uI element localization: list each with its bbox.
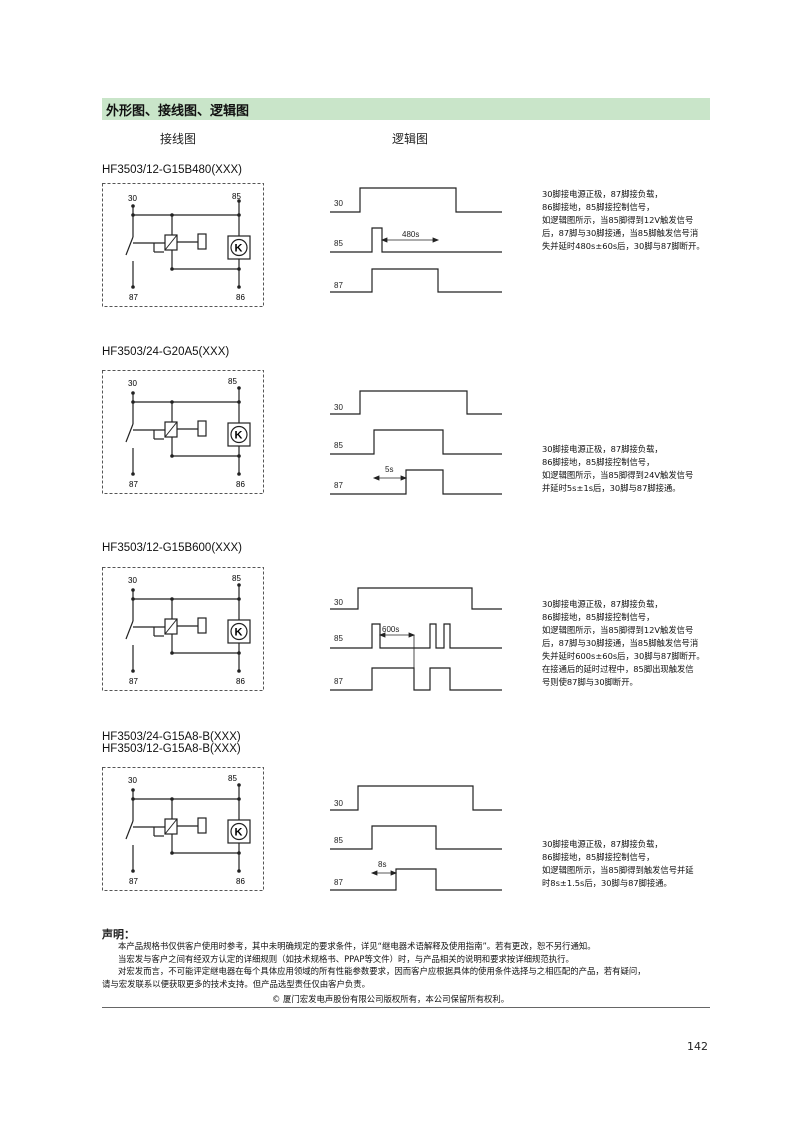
delay-label: 5s [385,465,393,474]
logic-timing-diagram: 30 85 87 8s [330,785,502,891]
pin-label-30: 30 [128,776,137,785]
svg-text:85: 85 [334,239,343,248]
section-title: 外形图、接线图、逻辑图 [106,104,250,119]
svg-text:87: 87 [334,481,343,490]
wiring-diagram: 30 85 87 86 K [102,370,264,494]
logic-column-heading: 逻辑图 [392,132,429,146]
pin-label-87: 87 [129,877,138,886]
section-description: 30脚接电源正极，87脚接负载，86脚接地，85脚接控制信号， 如逻辑图所示，当… [542,444,694,493]
svg-text:K: K [235,627,243,639]
copyright: © 厦门宏发电声股份有限公司版权所有，本公司保留所有权利。 [272,994,510,1004]
pin-label-30: 30 [128,379,137,388]
pin-label-86: 86 [236,293,245,302]
page-number: 142 [687,1040,708,1053]
pin-label-87: 87 [129,480,138,489]
pin-label-85: 85 [232,192,241,201]
footer-divider [102,1007,710,1008]
svg-text:85: 85 [334,836,343,845]
logic-timing-diagram: 30 85 87 480s [330,187,502,293]
pin-label-86: 86 [236,877,245,886]
pin-label-86: 86 [236,480,245,489]
svg-text:K: K [235,243,243,255]
model-name: HF3503/12-G15B600(XXX) [102,542,242,554]
svg-text:30: 30 [334,199,343,208]
svg-text:85: 85 [334,441,343,450]
pin-label-86: 86 [236,677,245,686]
delay-label: 480s [402,230,419,239]
pin-label-85: 85 [232,574,241,583]
section-description: 30脚接电源正极，87脚接负载，86脚接地，85脚接控制信号， 如逻辑图所示，当… [542,189,705,251]
pin-label-87: 87 [129,677,138,686]
delay-label: 8s [378,860,386,869]
model-name: HF3503/24-G20A5(XXX) [102,346,230,358]
declaration-line: 本产品规格书仅供客户使用时参考，其中未明确规定的要求条件，详见“继电器术语解释及… [118,941,596,951]
svg-text:87: 87 [334,677,343,686]
declaration-title: 声明： [102,928,135,941]
svg-text:30: 30 [334,799,343,808]
pin-label-87: 87 [129,293,138,302]
svg-text:K: K [235,430,243,442]
pin-label-30: 30 [128,194,137,203]
pin-label-85: 85 [228,377,237,386]
wiring-diagram: 30 85 87 86 K [102,183,264,307]
wiring-diagram: 30 85 87 86 K [102,567,264,691]
declaration-line: 对宏发而言，不可能评定继电器在每个具体应用领域的所有性能参数要求，因而客户应根据… [118,966,646,976]
section-description: 30脚接电源正极，87脚接负载，86脚接地，85脚接控制信号， 如逻辑图所示，当… [542,599,705,687]
logic-timing-diagram: 30 85 87 5s [330,390,502,495]
svg-text:87: 87 [334,281,343,290]
declaration-line: 请与宏发联系以便获取更多的技术支持。但产品选型责任仅由客户负责。 [102,979,370,989]
svg-text:30: 30 [334,403,343,412]
svg-text:K: K [235,827,243,839]
model-name: HF3503/24-G15A8-B(XXX) [102,731,241,743]
logic-timing-diagram: 30 85 87 600s [330,587,502,691]
wiring-column-heading: 接线图 [160,132,197,146]
model-name: HF3503/12-G15B480(XXX) [102,164,242,176]
pin-label-30: 30 [128,576,137,585]
svg-text:85: 85 [334,634,343,643]
svg-text:30: 30 [334,598,343,607]
model-name: HF3503/12-G15A8-B(XXX) [102,743,241,755]
section-description: 30脚接电源正极，87脚接负载，86脚接地，85脚接控制信号， 如逻辑图所示，当… [542,839,694,888]
delay-label: 600s [382,625,399,634]
declaration-line: 当宏发与客户之间有经双方认定的详细规则（如技术规格书、PPAP等文件）时，与产品… [118,954,574,964]
pin-label-85: 85 [228,774,237,783]
svg-text:87: 87 [334,878,343,887]
section-header-bar: 外形图、接线图、逻辑图 [102,98,710,120]
wiring-diagram: 30 85 87 86 K [102,767,264,891]
